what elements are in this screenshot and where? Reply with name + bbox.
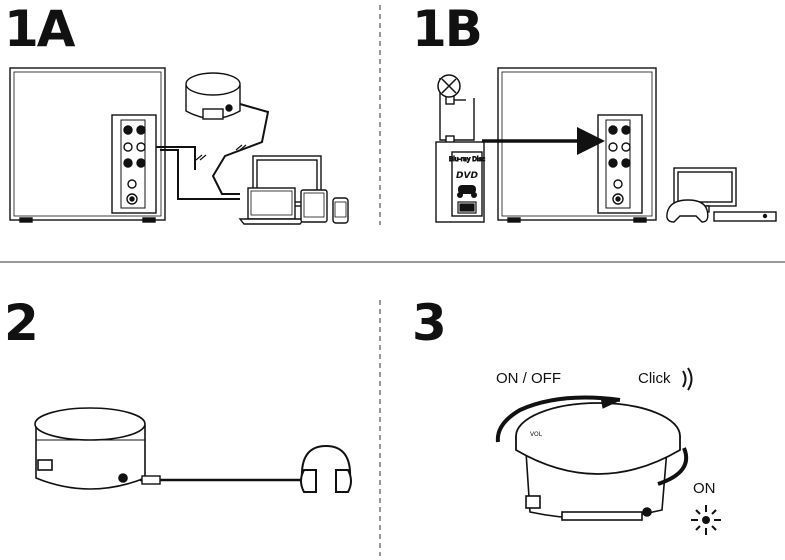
headphone-cable — [140, 475, 314, 485]
tv-icon — [457, 201, 477, 214]
control-pod-2 — [34, 407, 146, 490]
step-2-label: 2 — [4, 294, 39, 352]
dvd-text: DVD — [456, 171, 478, 181]
step-1b-label: 1B — [412, 0, 483, 58]
bluray-text: Blu-ray Disc — [449, 156, 485, 163]
devices-1a — [238, 155, 349, 225]
click-label: Click — [638, 370, 671, 387]
no-connection-icon — [437, 74, 461, 98]
dvd-icon: DVD — [456, 171, 478, 181]
click-sound-icon — [682, 367, 693, 391]
control-pod-1a — [185, 72, 241, 120]
step-1a-label: 1A — [4, 0, 75, 58]
led-indicator-icon — [691, 505, 721, 535]
bluray-icon: Blu-ray Disc — [448, 156, 485, 164]
subwoofer-1b — [497, 67, 657, 223]
on-off-label: ON / OFF — [496, 370, 561, 387]
volume-knob — [515, 402, 681, 475]
led-on-label: ON — [693, 480, 716, 497]
subwoofer-1a — [9, 67, 166, 223]
rotation-arrow — [495, 395, 689, 486]
headphones-icon — [300, 444, 352, 493]
step-3-label: 3 — [412, 294, 447, 352]
gamepad-device-icon — [666, 199, 709, 223]
panel-dividers — [0, 5, 785, 556]
gamepad-icon — [457, 185, 477, 198]
cable-break-marks — [195, 144, 247, 161]
brand-text: VOL — [530, 431, 543, 438]
cables-1a — [156, 103, 270, 200]
